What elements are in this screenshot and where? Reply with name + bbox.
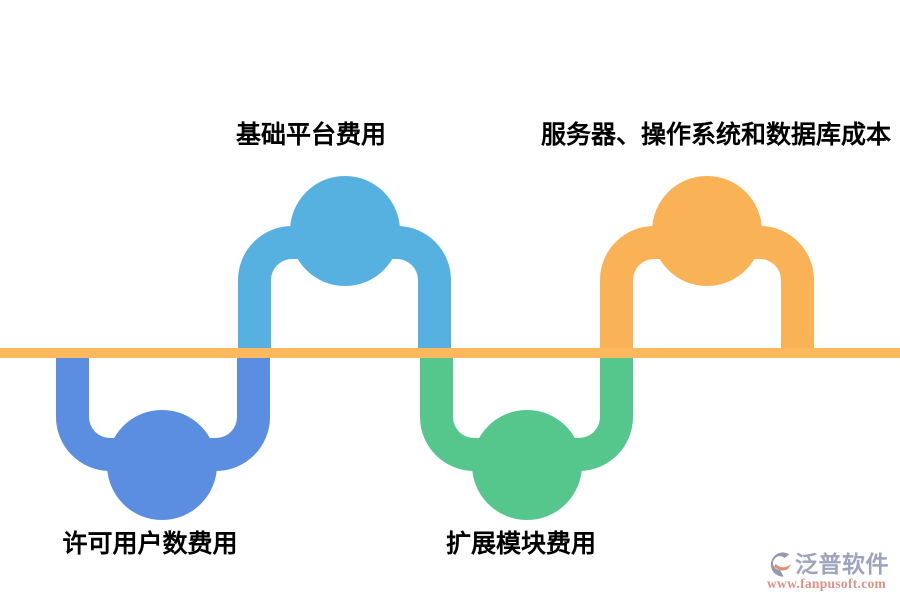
flow-node-circle-base-platform [290,176,400,286]
flow-node-circle-licensed-users [107,410,217,520]
node-label-extension-modules: 扩展模块费用 [445,530,597,558]
fanpu-swoosh-logo-icon [767,550,793,578]
node-label-base-platform: 基础平台费用 [235,121,387,149]
flow-node-circle-extension-modules [472,410,582,520]
flow-node-circle-server-os-db [652,176,762,286]
node-label-server-os-db: 服务器、操作系统和数据库成本 [540,121,892,149]
watermark: 泛普软件 www.fanpusoft.com [767,550,889,591]
brand-url: www.fanpusoft.com [767,576,887,591]
baseline-divider [0,348,900,358]
node-label-licensed-users: 许可用户数费用 [62,530,238,558]
brand-name: 泛普软件 [795,551,889,577]
